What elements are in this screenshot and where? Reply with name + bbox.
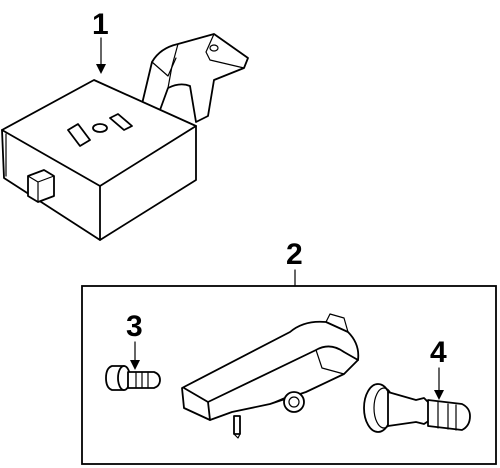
callout-3: 3 (126, 310, 143, 370)
control-module-part (1, 33, 249, 241)
module-label-mark (67, 113, 133, 147)
mounting-bracket (141, 33, 249, 123)
screw-part (105, 365, 161, 391)
module-box (1, 79, 197, 241)
connector-plug (27, 169, 55, 203)
callout-2-label: 2 (286, 238, 303, 271)
valve-stem-part (363, 383, 471, 433)
sensor-body-part (181, 313, 360, 439)
callout-2: 2 (286, 238, 303, 287)
kit-group-frame (81, 285, 497, 465)
callout-4: 4 (430, 336, 447, 400)
callout-1: 1 (92, 8, 109, 74)
callout-4-label: 4 (430, 336, 447, 369)
callout-3-label: 3 (126, 310, 143, 343)
callout-1-label: 1 (92, 8, 109, 41)
